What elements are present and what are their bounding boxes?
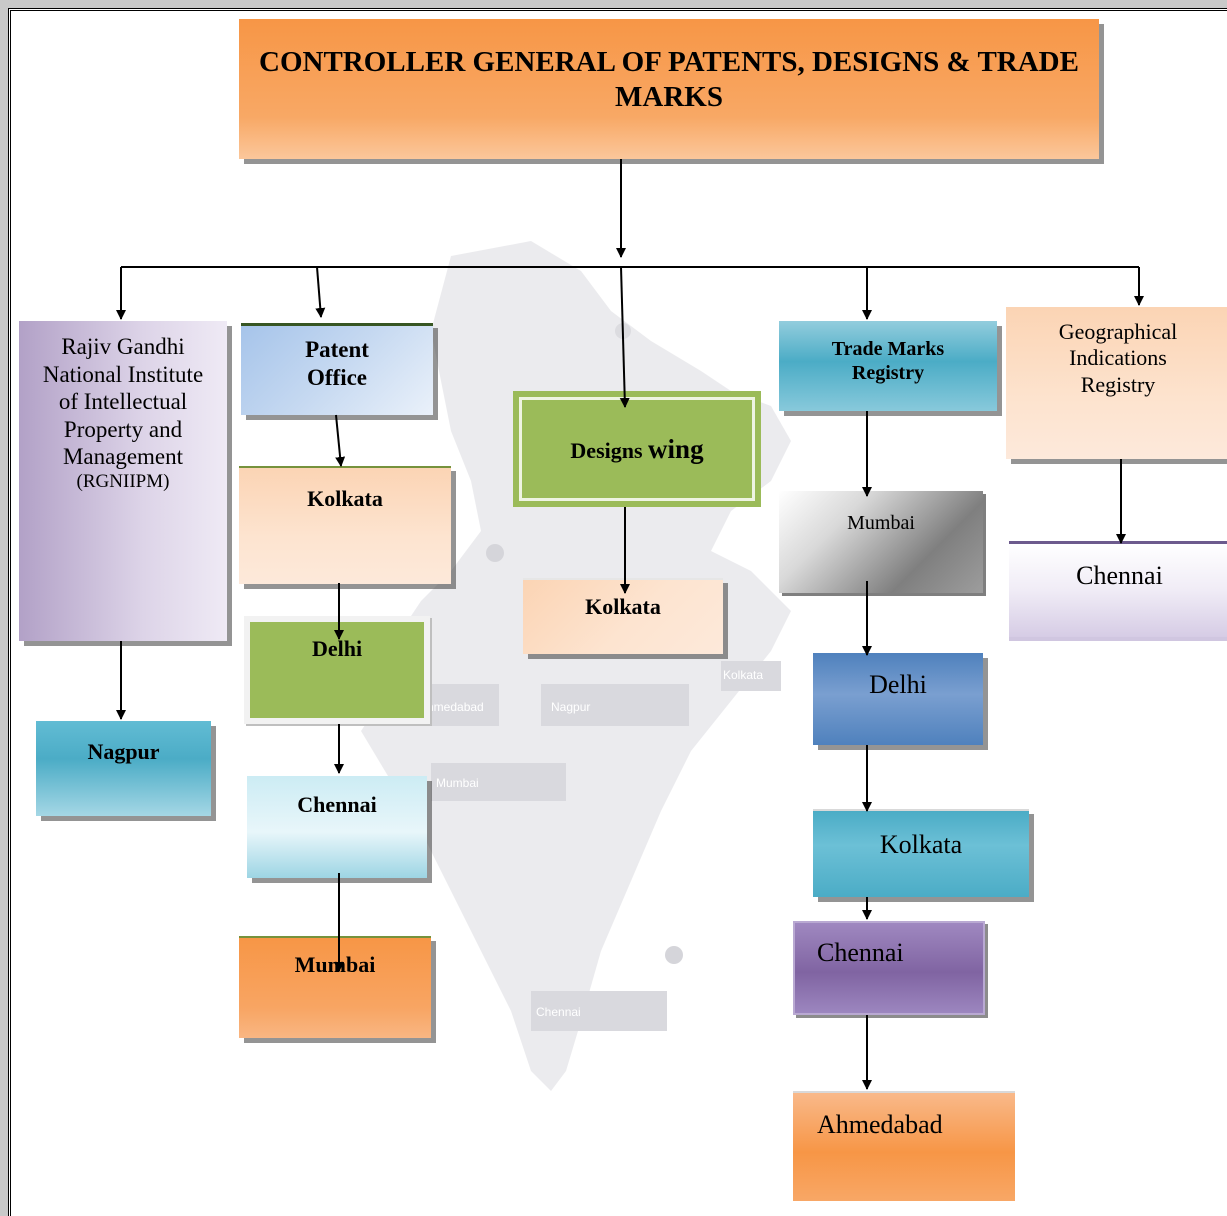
designs-wing-box: Designs wing: [513, 391, 761, 507]
tm-mumbai-box: Mumbai: [779, 491, 983, 593]
rgniipm-nagpur-box: Nagpur: [36, 721, 211, 816]
nagpur-label: Nagpur: [87, 739, 160, 764]
gi-chennai-label: Chennai: [1076, 561, 1163, 590]
designs-kolkata-box: Kolkata: [523, 578, 723, 654]
map-dot: [486, 544, 504, 562]
connector-layer: [116, 159, 1144, 1090]
map-label-nagpur: Nagpur: [551, 700, 590, 714]
designs-kolkata-label: Kolkata: [585, 594, 661, 619]
patent-kolkata-label: Kolkata: [307, 486, 383, 511]
map-label-kolkata: Kolkata: [723, 668, 763, 682]
arrow-patent-kolkata: [335, 414, 346, 467]
patent-delhi-label: Delhi: [311, 636, 363, 661]
tm-ahmedabad-label: Ahmedabad: [817, 1110, 943, 1139]
tm-chennai-label: Chennai: [817, 938, 904, 967]
patent-chennai-box: Chennai: [247, 776, 427, 878]
tm-delhi-label: Delhi: [869, 670, 927, 699]
patent-office-label: Patent Office: [305, 337, 369, 390]
map-label-box-chennai: [531, 991, 667, 1031]
designs-wing-label: Designs wing: [570, 433, 703, 465]
root-label: CONTROLLER GENERAL OF PATENTS, DESIGNS &…: [259, 46, 1079, 113]
rgniipm-box: Rajiv Gandhi National Institute of Intel…: [19, 321, 227, 641]
tm-kolkata-label: Kolkata: [879, 830, 963, 859]
tm-mumbai-label: Mumbai: [847, 512, 915, 534]
patent-chennai-label: Chennai: [297, 792, 377, 817]
arrow-designs-wing: [619, 266, 630, 408]
diagram-frame: Ahmedabad Nagpur Kolkata Mumbai Chennai …: [8, 8, 1227, 1216]
rgniipm-label: Rajiv Gandhi National Institute of Intel…: [42, 334, 204, 470]
designs-wing-label-part1: Designs: [570, 437, 643, 463]
tm-kolkata-box: Kolkata: [813, 809, 1029, 897]
rgniipm-abbr: (RGNIIPM): [76, 470, 170, 492]
designs-wing-inner: Designs wing: [519, 397, 755, 501]
map-label-ahmedabad: Ahmedabad: [419, 700, 484, 714]
tm-delhi-box: Delhi: [813, 653, 983, 745]
root-box: CONTROLLER GENERAL OF PATENTS, DESIGNS &…: [239, 19, 1099, 159]
map-label-box-nagpur: [541, 684, 689, 726]
gi-registry-label: Geographical Indications Registry: [1058, 319, 1178, 397]
map-label-mumbai: Mumbai: [436, 776, 479, 790]
designs-wing-label-part2: wing: [648, 433, 704, 464]
patent-office-box: Patent Office: [241, 323, 433, 415]
gi-registry-box: Geographical Indications Registry: [1006, 307, 1227, 459]
map-label-chennai: Chennai: [536, 1005, 581, 1019]
trade-marks-label: Trade Marks Registry: [831, 338, 945, 384]
map-label-box-mumbai: [431, 763, 566, 801]
tm-chennai-rect: Chennai: [793, 921, 985, 1015]
tm-ahmedabad-box: Ahmedabad: [793, 1091, 1015, 1201]
trade-marks-box: Trade Marks Registry: [779, 321, 997, 411]
arrow-patent-office: [315, 266, 326, 318]
map-dot: [665, 946, 683, 964]
patent-kolkata-box: Kolkata: [239, 466, 451, 584]
map-label-box-kolkata: [721, 661, 781, 691]
